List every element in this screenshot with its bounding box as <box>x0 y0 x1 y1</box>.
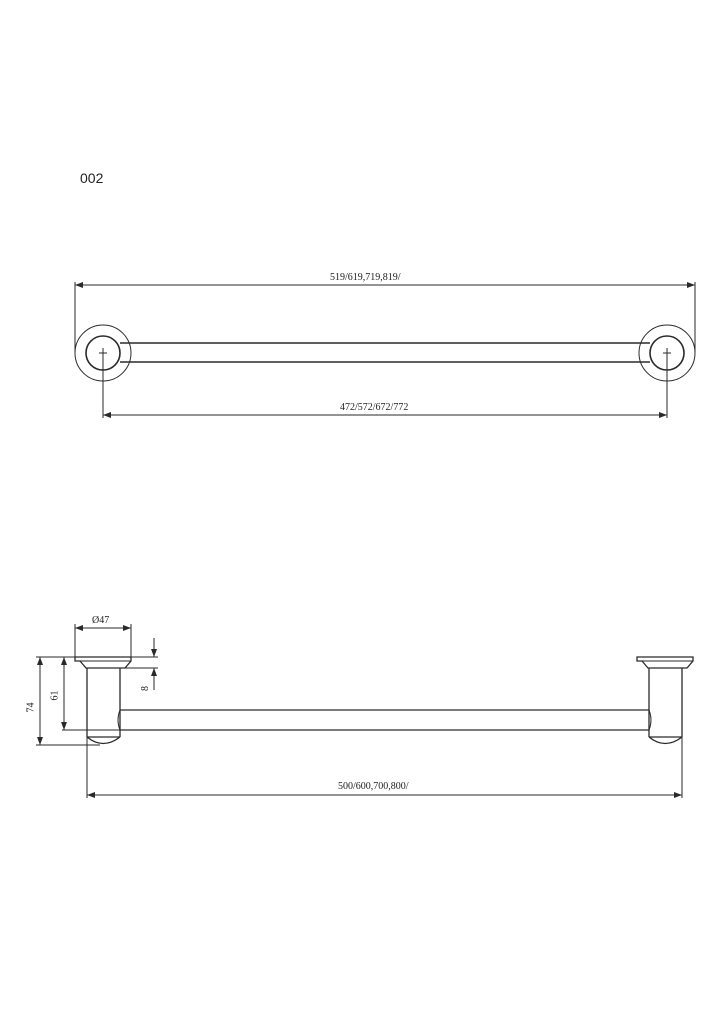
overall-length-label: 519/619,719,819/ <box>330 272 401 283</box>
center-distance-label: 472/572/672/772 <box>340 402 409 413</box>
inner-height-label: 61 <box>49 690 61 701</box>
top-view <box>74 282 696 418</box>
drawing-code: 002 <box>80 170 104 186</box>
base-diameter-label: Ø47 <box>92 615 110 626</box>
side-view <box>36 624 694 798</box>
projection-length-label: 500/600,700,800/ <box>338 781 409 792</box>
flange-thickness-label: 8 <box>140 686 151 691</box>
overall-height-label: 74 <box>25 702 37 713</box>
